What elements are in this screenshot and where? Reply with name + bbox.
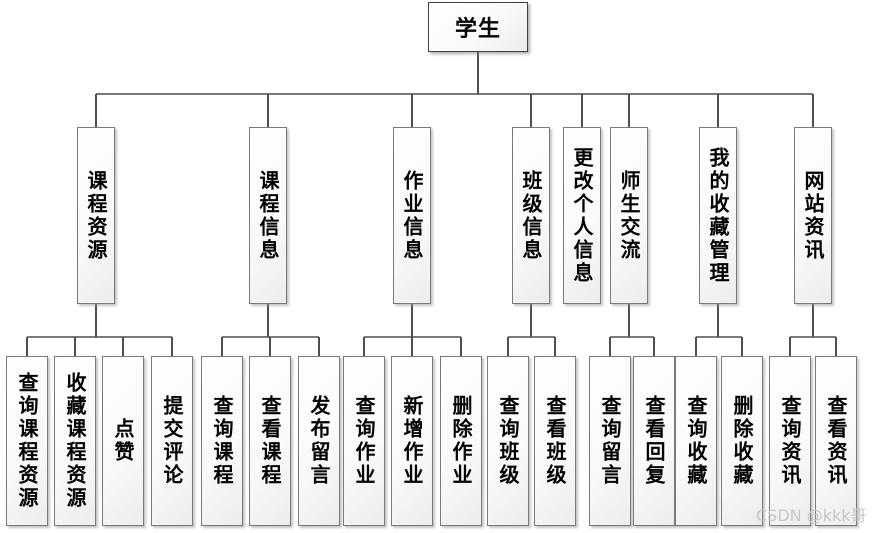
leaf-add-homework: 新增作业	[391, 356, 433, 526]
leaf-delete-homework: 删除作业	[440, 356, 482, 526]
branch-course-resources: 课程资源	[77, 127, 115, 304]
branch-label: 网站资讯	[801, 169, 825, 262]
csdn-watermark: CSDN @kkk哥	[756, 506, 867, 525]
connector-vertical-segments	[26, 52, 837, 356]
leaf-query-course: 查询课程	[201, 356, 243, 526]
root-label: 学生	[454, 17, 501, 42]
branch-homework-info: 作业信息	[393, 127, 431, 304]
leaf-view-class: 查看班级	[534, 356, 576, 526]
leaf-label: 查询班级	[496, 395, 520, 487]
leaf-label: 查询资讯	[778, 395, 802, 487]
branch-class-info: 班级信息	[512, 127, 550, 304]
leaf-label: 查看资讯	[824, 395, 848, 487]
leaf-query-news: 查询资讯	[769, 356, 811, 526]
branch-edit-profile: 更改个人信息	[563, 127, 601, 304]
leaf-query-homework: 查询作业	[343, 356, 385, 526]
branch-teacher-student-chat: 师生交流	[610, 127, 648, 304]
leaf-view-reply: 查看回复	[633, 356, 675, 526]
leaf-submit-comment: 提交评论	[151, 356, 193, 526]
leaf-label: 提交评论	[160, 395, 184, 487]
leaf-favorite-course-resources: 收藏课程资源	[54, 356, 96, 526]
branch-my-favorites: 我的收藏管理	[699, 127, 737, 304]
branch-course-info: 课程信息	[249, 127, 287, 304]
leaf-label: 点赞	[111, 418, 135, 464]
connector-horizontal-segments	[27, 93, 836, 338]
root-node-student: 学生	[428, 2, 528, 52]
leaf-label: 查看回复	[642, 395, 666, 487]
branch-label: 更改个人信息	[570, 146, 594, 285]
branch-label: 班级信息	[519, 169, 543, 262]
leaf-label: 收藏课程资源	[63, 372, 87, 510]
branch-site-news: 网站资讯	[794, 127, 832, 304]
leaf-label: 新增作业	[400, 395, 424, 487]
leaf-query-message: 查询留言	[589, 356, 631, 526]
leaf-query-favorites: 查询收藏	[675, 356, 717, 526]
leaf-view-course: 查看课程	[249, 356, 291, 526]
leaf-query-class: 查询班级	[487, 356, 529, 526]
branch-label: 课程资源	[84, 169, 108, 262]
leaf-label: 删除作业	[449, 395, 473, 487]
leaf-label: 查询作业	[352, 395, 376, 487]
leaf-label: 查询课程	[210, 395, 234, 487]
leaf-label: 发布留言	[307, 395, 331, 487]
leaf-label: 查询课程资源	[15, 372, 39, 510]
leaf-view-news: 查看资讯	[815, 356, 857, 526]
leaf-label: 查看班级	[543, 395, 567, 487]
branch-label: 师生交流	[617, 169, 641, 262]
leaf-delete-favorites: 删除收藏	[721, 356, 763, 526]
branch-label: 我的收藏管理	[706, 146, 730, 285]
leaf-query-course-resources: 查询课程资源	[6, 356, 48, 526]
leaf-label: 查询留言	[598, 395, 622, 487]
leaf-post-message: 发布留言	[298, 356, 340, 526]
leaf-label: 查询收藏	[684, 395, 708, 487]
branch-label: 作业信息	[400, 169, 424, 262]
leaf-label: 删除收藏	[730, 395, 754, 487]
leaf-label: 查看课程	[258, 395, 282, 487]
leaf-like: 点赞	[102, 356, 144, 526]
branch-label: 课程信息	[256, 169, 280, 262]
